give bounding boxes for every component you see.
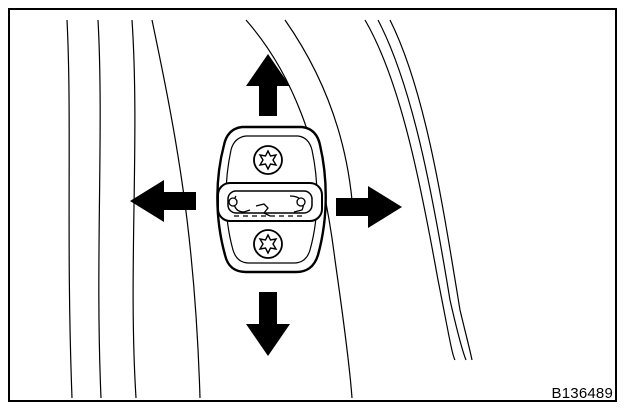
arrow-up-icon — [246, 54, 290, 116]
outer-border — [8, 8, 617, 402]
arrow-down-icon — [246, 292, 290, 356]
contour-line-4 — [151, 19, 201, 399]
contour-line-9 — [389, 19, 473, 361]
upper-screw-head — [253, 145, 283, 175]
contour-line-8 — [377, 19, 467, 361]
striker-loop — [217, 182, 323, 222]
contour-line-2 — [97, 19, 102, 399]
arrow-right-icon — [336, 186, 402, 228]
striker-plate-inner — [225, 135, 318, 264]
contour-line-6 — [284, 19, 353, 201]
upper-screw — [253, 145, 283, 175]
figure-code: B136489 — [551, 385, 613, 402]
lower-screw — [253, 229, 283, 259]
contour-line-3 — [131, 19, 137, 399]
contour-line-1 — [66, 19, 73, 399]
contour-line-7 — [364, 19, 456, 361]
striker-right-pin — [296, 197, 306, 207]
striker-left-pin — [228, 197, 238, 207]
lower-screw-torx-icon — [258, 233, 278, 255]
lower-screw-head — [253, 229, 283, 259]
upper-screw-torx-icon — [258, 149, 278, 171]
arrow-left-icon — [130, 180, 196, 222]
adjustment-arrows — [130, 54, 402, 356]
body-contour-lines — [66, 19, 473, 399]
striker-loop-inner — [227, 190, 313, 214]
contour-line-5 — [245, 19, 353, 399]
striker-loop-center — [255, 203, 271, 217]
